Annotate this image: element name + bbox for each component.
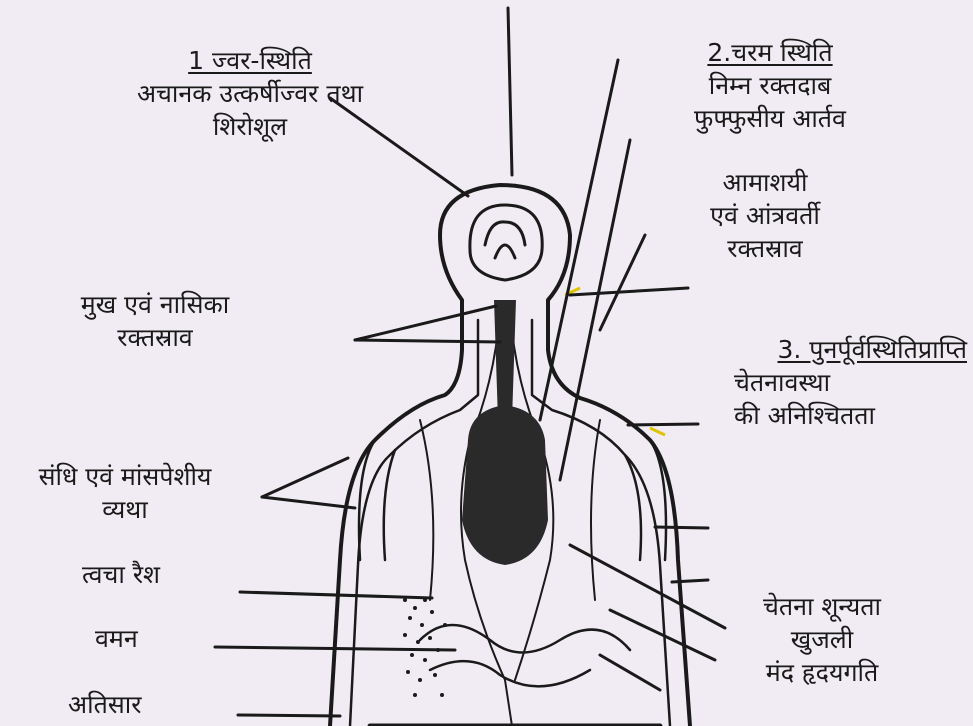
leader-vomit (215, 647, 455, 650)
right-symptoms-label: चेतना शून्यता खुजली मंद हृदयगति (712, 590, 932, 689)
leader-bleeding-b (355, 340, 500, 342)
leader-pain-a (262, 458, 348, 497)
throat (494, 300, 516, 420)
stage2-line4: एवं आंत्रवर्ती (650, 199, 880, 232)
leader-diarrhea (238, 715, 340, 716)
rash-dots (403, 598, 447, 697)
left-arm (359, 440, 395, 560)
pain-label: संधि एवं मांसपेशीय व्यथा (0, 460, 250, 526)
leader-bottom-1 (600, 655, 660, 690)
stage1-line1: अचानक उत्कर्षीज्वर तथा (60, 77, 440, 110)
stage3-line2: की अनिश्चितता (722, 399, 967, 432)
stage2-bleeding-label: आमाशयी एवं आंत्रवर्ती रक्तस्राव (650, 166, 880, 265)
pain-line2: व्यथा (0, 493, 250, 526)
leader-right-1 (655, 527, 708, 528)
stage1-line2: शिरोशूल (60, 110, 440, 143)
stage2-label: 2.चरम स्थिति निम्न रक्तदाब फुफ्फुसीय आर्… (640, 36, 900, 135)
unconscious-label: चेतना शून्यता (712, 590, 932, 623)
leader-stage3 (628, 424, 698, 425)
leader-top-vertical (508, 8, 512, 175)
stage2-line3: आमाशयी (650, 166, 880, 199)
stage3-label: 3. पुनर्पूर्वस्थितिप्राप्ति चेतनावस्था क… (722, 333, 967, 432)
diarrhea-label: अतिसार (68, 688, 141, 721)
chest-organs (462, 405, 548, 565)
bleeding-line2: रक्तस्राव (30, 321, 280, 354)
leader-bleeding-a (355, 306, 496, 340)
leader-right-2 (672, 580, 708, 582)
leader-stage2-a (540, 60, 618, 420)
stage2-line5: रक्तस्राव (650, 232, 880, 265)
vomiting-label: वमन (95, 622, 138, 655)
stage3-line1: चेतनावस्था (722, 366, 967, 399)
bradycardia-label: मंद हृदयगति (712, 656, 932, 689)
leader-pain-b (262, 497, 355, 508)
itching-label: खुजली (712, 623, 932, 656)
rash-label: त्वचा रैश (82, 558, 160, 591)
head-inner (470, 205, 542, 280)
stage2-line1: निम्न रक्तदाब (640, 69, 900, 102)
intestines (420, 625, 630, 686)
bleeding-label: मुख एवं नासिका रक्तस्राव (30, 288, 280, 354)
leader-stage2-d (570, 288, 688, 295)
pain-line1: संधि एवं मांसपेशीय (0, 460, 250, 493)
stage2-line2: फुफ्फुसीय आर्तव (640, 102, 900, 135)
bleeding-line1: मुख एवं नासिका (30, 288, 280, 321)
stage2-heading: 2.चरम स्थिति (640, 36, 900, 69)
stage1-heading: 1 ज्वर-स्थिति (60, 44, 440, 77)
stage3-heading: 3. पुनर्पूर्वस्थितिप्राप्ति (722, 333, 967, 366)
stage1-label: 1 ज्वर-स्थिति अचानक उत्कर्षीज्वर तथा शिर… (60, 44, 440, 143)
